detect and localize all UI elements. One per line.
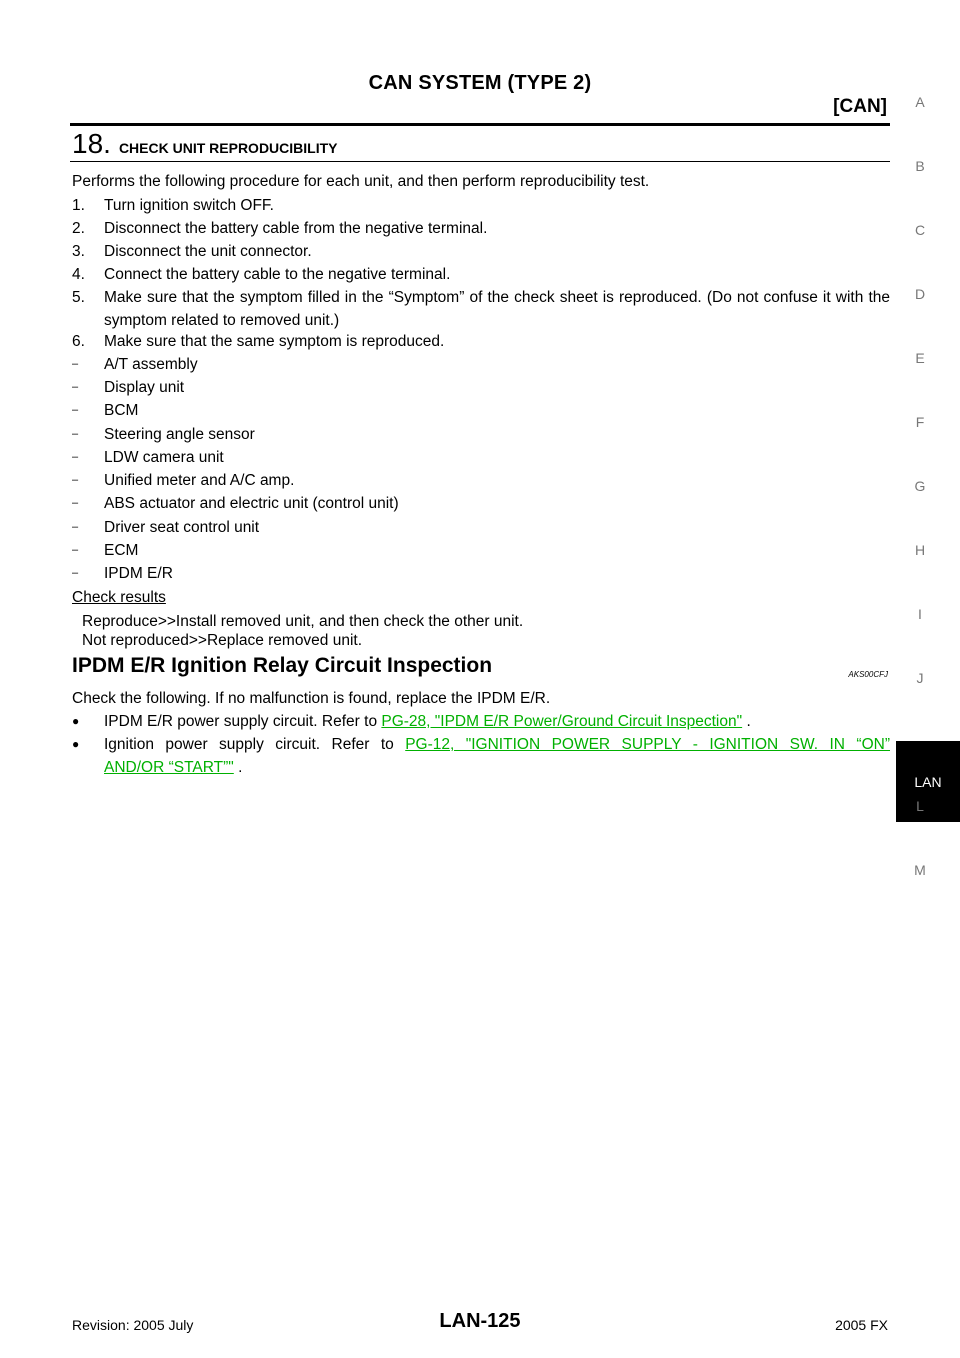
index-letter-l[interactable]: L xyxy=(916,798,924,814)
index-letter-e[interactable]: E xyxy=(915,350,925,366)
item-number: 3. xyxy=(72,243,85,260)
footer-model: 2005 FX xyxy=(835,1317,888,1333)
dash-marker: – xyxy=(72,451,79,463)
reference-code: AKS00CFJ xyxy=(848,670,888,679)
unit-name: Steering angle sensor xyxy=(104,426,255,443)
item-number: 1. xyxy=(72,197,85,214)
unit-name: A/T assembly xyxy=(104,356,198,373)
unit-list-item: – A/T assembly xyxy=(72,353,198,376)
item-number: 2. xyxy=(72,220,85,237)
unit-name: ECM xyxy=(104,542,139,559)
index-tab-lan-active[interactable]: LAN xyxy=(896,741,960,822)
list-item: 6. Make sure that the same symptom is re… xyxy=(72,330,890,353)
check-results-label: Check results xyxy=(72,589,166,606)
unit-list-item: – LDW camera unit xyxy=(72,446,224,469)
page-number: LAN-125 xyxy=(439,1310,521,1332)
index-letter-c[interactable]: C xyxy=(914,222,926,238)
step-number: 18. xyxy=(72,128,111,159)
result-reproduce: Reproduce>>Install removed unit, and the… xyxy=(82,613,524,630)
bullet-item: ● Ignition power supply circuit. Refer t… xyxy=(72,733,890,779)
dash-marker: – xyxy=(72,428,79,440)
dash-marker: – xyxy=(72,404,79,416)
bullet2-line1: Ignition power supply circuit. Refer to … xyxy=(104,733,890,756)
bullet1-text: IPDM E/R power supply circuit. Refer to xyxy=(104,713,378,730)
list-item: 2. Disconnect the battery cable from the… xyxy=(72,217,890,240)
section-label: [CAN] xyxy=(833,96,887,117)
bullet2-text: Ignition power supply circuit. Refer to xyxy=(104,736,394,753)
bullet1-tail: . xyxy=(746,713,751,730)
list-item: 3. Disconnect the unit connector. xyxy=(72,240,890,263)
pg12-link-line2[interactable]: AND/OR “START”" xyxy=(104,759,234,776)
step-title: CHECK UNIT REPRODUCIBILITY xyxy=(118,140,338,156)
index-letter-b[interactable]: B xyxy=(915,158,925,174)
item-number: 6. xyxy=(72,333,85,350)
item-text: Connect the battery cable to the negativ… xyxy=(104,266,451,283)
unit-name: Unified meter and A/C amp. xyxy=(104,472,295,489)
list-item: 4. Connect the battery cable to the nega… xyxy=(72,263,890,286)
unit-list-item: – IPDM E/R xyxy=(72,562,173,585)
unit-list-item: – BCM xyxy=(72,399,138,422)
bullet-text: IPDM E/R power supply circuit. Refer to … xyxy=(104,710,890,733)
result-not-reproduced: Not reproduced>>Replace removed unit. xyxy=(82,632,363,649)
unit-name: IPDM E/R xyxy=(104,565,173,582)
index-letter-i[interactable]: I xyxy=(918,606,922,622)
unit-list-item: – Display unit xyxy=(72,376,184,399)
item-text: Disconnect the unit connector. xyxy=(104,243,312,260)
unit-list-item: – ABS actuator and electric unit (contro… xyxy=(72,492,399,515)
dash-marker: – xyxy=(72,497,79,509)
unit-name: Display unit xyxy=(104,379,185,396)
index-letter-d[interactable]: D xyxy=(914,286,926,302)
pg28-link[interactable]: PG-28, "IPDM E/R Power/Ground Circuit In… xyxy=(381,713,743,730)
bullet2-tail: . xyxy=(238,759,243,776)
footer-revision: Revision: 2005 July xyxy=(72,1317,194,1333)
bullet2-line2: AND/OR “START”" . xyxy=(104,756,890,779)
header-rule xyxy=(70,123,890,126)
index-letter-j[interactable]: J xyxy=(916,670,924,686)
index-letter-h[interactable]: H xyxy=(914,542,926,558)
dash-marker: – xyxy=(72,474,79,486)
item-text: Make sure that the same symptom is repro… xyxy=(104,333,445,350)
bullet-icon: ● xyxy=(72,737,80,751)
pg12-link-line1[interactable]: PG-12, "IGNITION POWER SUPPLY - IGNITION… xyxy=(405,736,890,753)
dash-marker: – xyxy=(72,358,79,370)
item-number: 5. xyxy=(72,289,85,306)
unit-list-item: – Steering angle sensor xyxy=(72,423,255,446)
item-text: Turn ignition switch OFF. xyxy=(104,197,274,214)
unit-list-item: – ECM xyxy=(72,539,138,562)
dash-marker: – xyxy=(72,567,79,579)
unit-list-item: – Driver seat control unit xyxy=(72,516,259,539)
dash-marker: – xyxy=(72,521,79,533)
list-item: 1. Turn ignition switch OFF. xyxy=(72,194,890,217)
unit-list-item: – Unified meter and A/C amp. xyxy=(72,469,294,492)
section2-intro: Check the following. If no malfunction i… xyxy=(72,690,551,707)
item-text: Disconnect the battery cable from the ne… xyxy=(104,220,488,237)
section-heading: IPDM E/R Ignition Relay Circuit Inspecti… xyxy=(72,654,493,677)
bullet-text: Ignition power supply circuit. Refer to … xyxy=(104,733,890,779)
index-letter-g[interactable]: G xyxy=(914,478,926,494)
item-number: 4. xyxy=(72,266,85,283)
unit-name: Driver seat control unit xyxy=(104,519,260,536)
unit-name: ABS actuator and electric unit (control … xyxy=(104,495,399,512)
dash-marker: – xyxy=(72,544,79,556)
step-heading: 18. CHECK UNIT REPRODUCIBILITY xyxy=(72,128,338,160)
unit-name: BCM xyxy=(104,402,139,419)
unit-name: LDW camera unit xyxy=(104,449,224,466)
bullet-icon: ● xyxy=(72,714,80,728)
step-intro: Performs the following procedure for eac… xyxy=(72,173,650,190)
page-title: CAN SYSTEM (TYPE 2) xyxy=(368,72,592,94)
index-letter-a[interactable]: A xyxy=(915,94,925,110)
item-text: Make sure that the symptom filled in the… xyxy=(104,289,890,329)
index-letter-f[interactable]: F xyxy=(915,414,925,430)
step-rule xyxy=(70,161,890,162)
bullet-item: ● IPDM E/R power supply circuit. Refer t… xyxy=(72,710,890,733)
index-letter-m[interactable]: M xyxy=(914,862,926,878)
list-item: 5. Make sure that the symptom filled in … xyxy=(72,286,890,332)
dash-marker: – xyxy=(72,381,79,393)
